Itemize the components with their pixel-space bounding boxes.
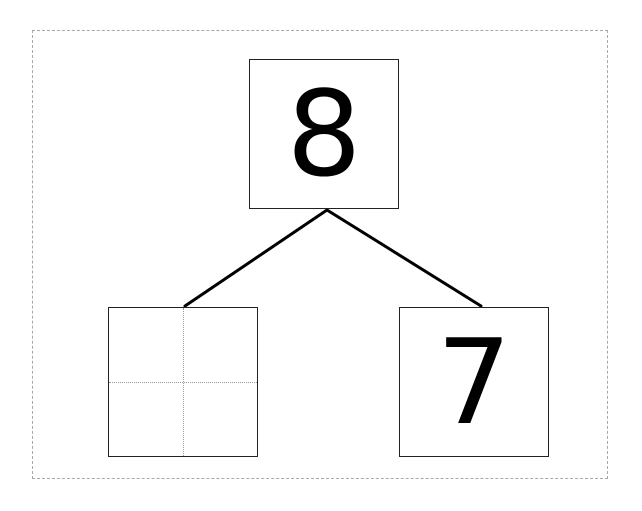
part-right-box: 7	[399, 307, 549, 457]
part-right-number: 7	[436, 313, 512, 451]
whole-number: 8	[286, 65, 362, 203]
diagram-frame	[32, 30, 608, 479]
writing-guide-horizontal	[109, 382, 257, 383]
connector-right	[325, 208, 483, 308]
part-left-box[interactable]	[108, 307, 258, 457]
whole-box: 8	[249, 59, 399, 209]
connector-left	[183, 208, 329, 308]
